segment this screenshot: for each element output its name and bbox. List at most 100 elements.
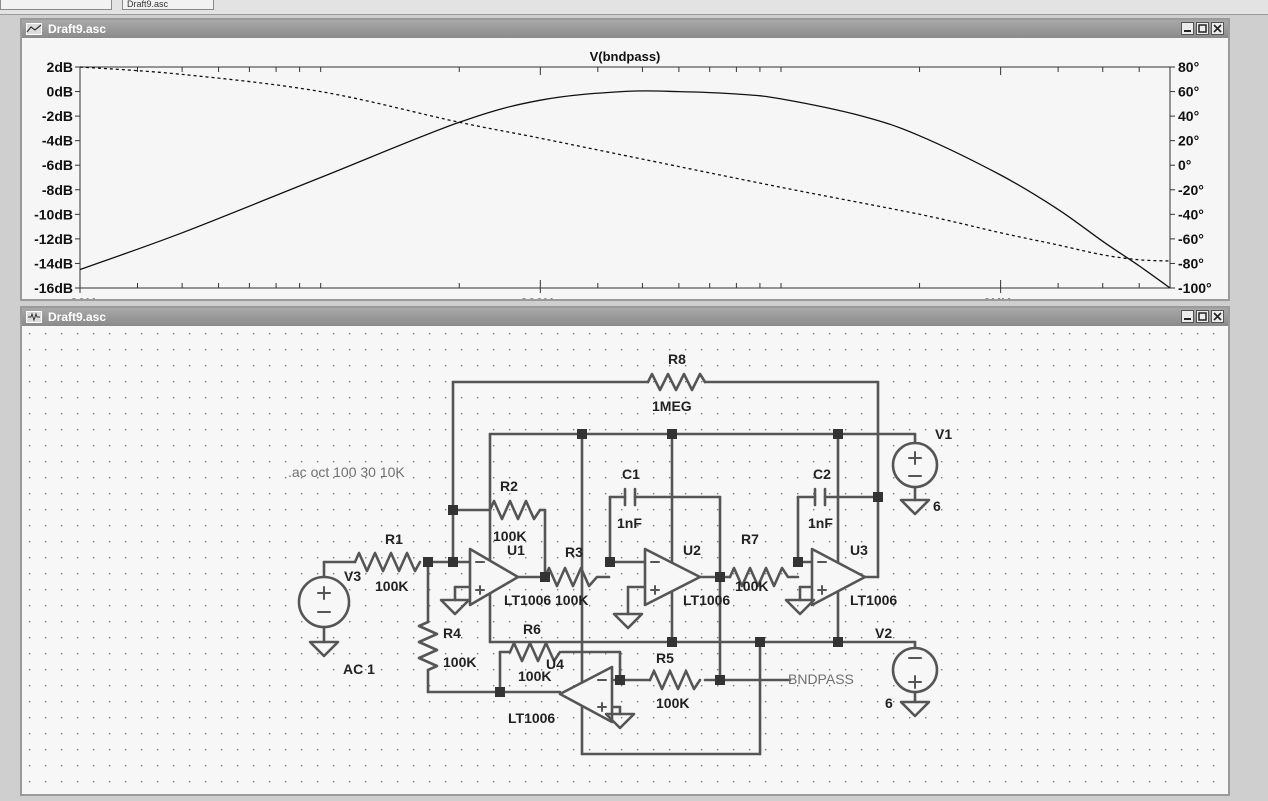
ground-symbol bbox=[784, 598, 816, 616]
y2-tick-label: 20° bbox=[1178, 133, 1199, 149]
tab-left-partial[interactable] bbox=[0, 0, 112, 10]
minimize-button[interactable] bbox=[1181, 310, 1194, 323]
schematic-window[interactable]: Draft9.asc bbox=[20, 306, 1230, 796]
maximize-icon bbox=[1198, 312, 1207, 321]
y2-tick-label: 80° bbox=[1178, 59, 1199, 75]
maximize-button[interactable] bbox=[1196, 310, 1209, 323]
component-label: R3 bbox=[565, 544, 583, 560]
plot-window-titlebar[interactable]: Draft9.asc bbox=[22, 20, 1228, 38]
ground-symbol bbox=[439, 598, 471, 616]
plot-title: V(bndpass) bbox=[590, 49, 661, 64]
y2-tick-label: 40° bbox=[1178, 108, 1199, 124]
ground-symbol bbox=[604, 712, 636, 730]
component-label: 6 bbox=[885, 695, 893, 711]
component-label: LT1006 bbox=[850, 592, 897, 608]
grid-background bbox=[22, 326, 1228, 794]
schematic-window-titlebar[interactable]: Draft9.asc bbox=[22, 308, 1228, 326]
resistor-r6[interactable] bbox=[508, 641, 562, 663]
close-icon bbox=[1213, 24, 1222, 33]
component-label: 100K bbox=[443, 654, 476, 670]
y2-tick-label: -100° bbox=[1178, 280, 1212, 296]
y-tick-label: -14dB bbox=[34, 255, 73, 271]
plot-window-title: Draft9.asc bbox=[48, 22, 107, 36]
capacitor-c2[interactable] bbox=[813, 487, 827, 507]
y-tick-label: -2dB bbox=[42, 108, 73, 124]
magnitude-curve bbox=[79, 90, 1171, 289]
y-tick-label: 0dB bbox=[47, 84, 73, 100]
component-label: U3 bbox=[850, 542, 868, 558]
component-label: LT1006 bbox=[504, 592, 551, 608]
y-tick-label: -16dB bbox=[34, 280, 73, 296]
x-tick-label: 3KHz bbox=[983, 295, 1018, 299]
schematic-svg[interactable]: .ac oct 100 30 10K R8 1MEG V1 6 R2 100K … bbox=[22, 326, 1228, 794]
ground-symbol bbox=[612, 612, 644, 630]
y-tick-label: -8dB bbox=[42, 182, 73, 198]
component-label: AC 1 bbox=[343, 661, 375, 677]
y-tick-label: -6dB bbox=[42, 157, 73, 173]
resistor-r7[interactable] bbox=[728, 566, 800, 588]
schematic-canvas[interactable]: .ac oct 100 30 10K R8 1MEG V1 6 R2 100K … bbox=[22, 326, 1228, 794]
resistor-r2[interactable] bbox=[488, 499, 542, 521]
capacitor-c1[interactable] bbox=[623, 487, 637, 507]
y2-tick-label: 0° bbox=[1178, 157, 1191, 173]
x-tick-label: 300Hz bbox=[520, 295, 560, 299]
close-button[interactable] bbox=[1211, 22, 1224, 35]
opamp-u1[interactable] bbox=[468, 547, 520, 607]
y2-tick-label: -60° bbox=[1178, 231, 1204, 247]
y2-tick-label: -80° bbox=[1178, 255, 1204, 271]
junction-dots bbox=[423, 429, 883, 697]
component-label: R2 bbox=[500, 478, 518, 494]
close-button[interactable] bbox=[1211, 310, 1224, 323]
minimize-button[interactable] bbox=[1181, 22, 1194, 35]
series-layer bbox=[79, 66, 1171, 289]
tab-draft9[interactable]: Draft9.asc bbox=[122, 0, 214, 10]
ground-symbol bbox=[308, 640, 340, 658]
component-label: 1nF bbox=[617, 515, 642, 531]
component-label: R7 bbox=[741, 531, 759, 547]
component-label: V3 bbox=[344, 568, 361, 584]
maximize-button[interactable] bbox=[1196, 22, 1209, 35]
component-label: R6 bbox=[523, 621, 541, 637]
x-tick-label: 30Hz bbox=[70, 295, 103, 299]
x-axis: 30Hz 300Hz 3KHz bbox=[70, 67, 1171, 311]
right-axis: 80°60°40°20°0°-20°-40°-60°-80°-100° bbox=[1170, 59, 1212, 296]
waveform-icon bbox=[26, 23, 42, 35]
y2-tick-label: 60° bbox=[1178, 84, 1199, 100]
component-label: R4 bbox=[443, 625, 461, 641]
resistor-r1[interactable] bbox=[353, 551, 422, 573]
tab-label: Draft9.asc bbox=[127, 0, 169, 9]
component-label: U1 bbox=[507, 542, 525, 558]
net-label-bndpass[interactable]: BNDPASS bbox=[788, 671, 854, 687]
component-label: 100K bbox=[656, 695, 689, 711]
opamp-u3[interactable] bbox=[810, 547, 867, 607]
opamp-u4[interactable] bbox=[558, 665, 614, 724]
plot-area[interactable]: V(bndpass) 2dB0dB-2dB-4dB-6dB-8dB-10dB-1… bbox=[22, 38, 1228, 311]
component-label: 1nF bbox=[808, 515, 833, 531]
component-label: 100K bbox=[375, 578, 408, 594]
resistor-r4[interactable] bbox=[417, 620, 439, 672]
voltage-source-v3[interactable] bbox=[297, 575, 351, 629]
component-label: U4 bbox=[546, 656, 564, 672]
component-label: 100K bbox=[735, 578, 768, 594]
component-label: R5 bbox=[656, 650, 674, 666]
resistor-r5[interactable] bbox=[648, 669, 702, 691]
component-label: R8 bbox=[668, 351, 686, 367]
schematic-icon bbox=[26, 311, 42, 323]
opamp-u2[interactable] bbox=[643, 547, 702, 607]
phase-curve bbox=[79, 66, 1171, 262]
resistor-r3[interactable] bbox=[543, 566, 611, 588]
maximize-icon bbox=[1198, 24, 1207, 33]
component-label: LT1006 bbox=[508, 710, 555, 726]
y-tick-label: -10dB bbox=[34, 206, 73, 222]
voltage-source-v2[interactable] bbox=[891, 646, 939, 694]
component-label: 100K bbox=[518, 668, 551, 684]
spice-directive[interactable]: .ac oct 100 30 10K bbox=[288, 464, 405, 480]
voltage-source-v1[interactable] bbox=[891, 441, 939, 489]
component-label: 6 bbox=[933, 498, 941, 514]
component-label: LT1006 bbox=[683, 592, 730, 608]
resistor-r8[interactable] bbox=[646, 372, 707, 392]
component-label: 1MEG bbox=[652, 398, 692, 414]
y2-tick-label: -20° bbox=[1178, 182, 1204, 198]
